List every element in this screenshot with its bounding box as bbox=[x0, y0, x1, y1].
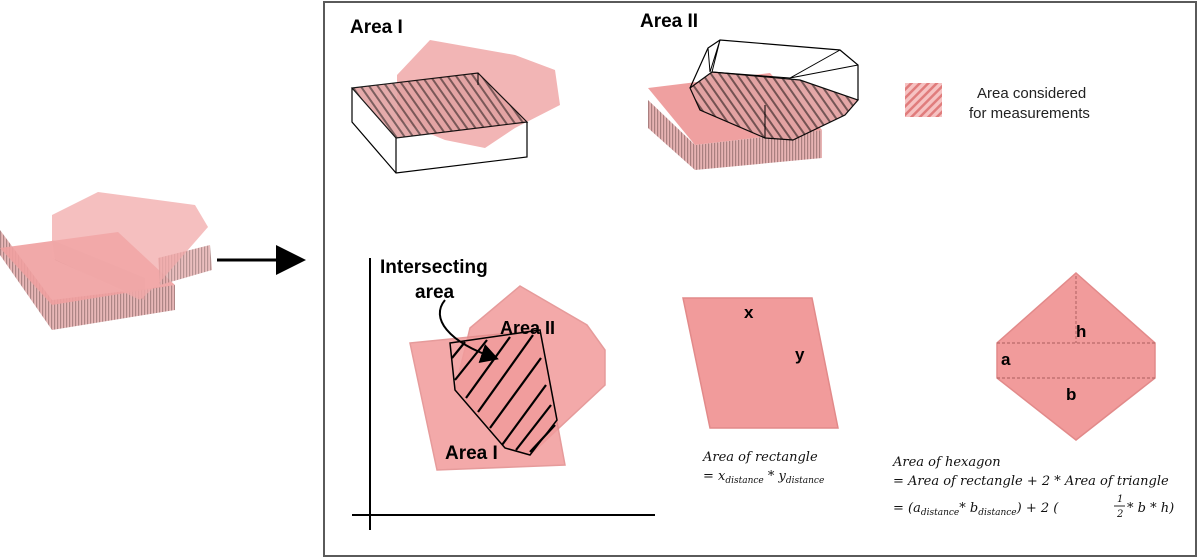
area-2-3d bbox=[648, 39, 860, 170]
stacked-crystals-3d bbox=[0, 192, 212, 330]
rectangle-shape bbox=[682, 297, 839, 429]
slab-1-side bbox=[0, 230, 175, 330]
callout-arrow bbox=[439, 299, 499, 363]
hexagon-frac-denominator: 2 bbox=[1116, 509, 1123, 520]
rectangle-label-x: x bbox=[744, 303, 754, 322]
hexagon-frac-numerator: 1 bbox=[1117, 494, 1123, 505]
hexagon-label-h: h bbox=[1076, 322, 1086, 341]
hexagon-formula-line-2: = Area of rectangle + 2 * Area of triang… bbox=[893, 474, 1169, 489]
callout-label-2: area bbox=[415, 282, 455, 303]
detail-frame bbox=[323, 1, 1197, 557]
area-2-hex-outline-upper bbox=[689, 39, 859, 100]
hexagon-label-a: a bbox=[1001, 350, 1011, 369]
area-1-3d bbox=[350, 40, 560, 174]
legend-swatch bbox=[905, 83, 942, 117]
legend-line-2: for measurements bbox=[969, 105, 1090, 122]
rectangle-formula-line-1: Area of rectangle bbox=[702, 450, 818, 465]
intersection-hatch bbox=[451, 334, 556, 453]
intersection-region bbox=[449, 329, 558, 456]
hexagon-formula-line-3-end: * b * h) bbox=[1127, 501, 1174, 516]
hexagon-label-b: b bbox=[1066, 385, 1076, 404]
area-2-slab-side bbox=[648, 100, 822, 170]
callout-label-1: Intersecting bbox=[380, 257, 488, 278]
legend-line-1: Area considered bbox=[977, 85, 1086, 102]
rectangle-formula-line-2: = xdistance * ydistance bbox=[703, 469, 824, 486]
hexagon-diagram bbox=[996, 271, 1156, 441]
hexagon-formula-line-3: = (adistance* bdistance) + 2 ( bbox=[893, 501, 1059, 518]
area-2-title: Area II bbox=[640, 11, 698, 32]
area-2-shape-label: Area II bbox=[500, 318, 555, 338]
intersection-plot bbox=[352, 258, 655, 530]
area-1-title: Area I bbox=[350, 17, 403, 38]
slab-2-top bbox=[52, 192, 208, 300]
area-1-shape-label: Area I bbox=[445, 443, 498, 464]
area-2-hex-inner bbox=[707, 39, 859, 79]
rectangle-label-y: y bbox=[795, 345, 805, 364]
hexagon-formula-line-1: Area of hexagon bbox=[892, 455, 1001, 470]
